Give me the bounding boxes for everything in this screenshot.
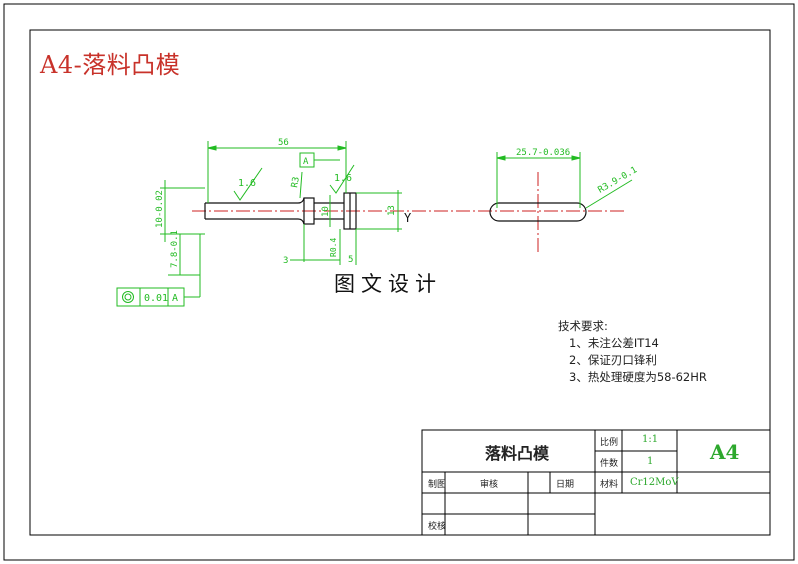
slot-profile — [489, 202, 587, 222]
tech-notes: 技术要求: 1、未注公差IT14 2、保证刃口锋利 3、热处理硬度为58-62H… — [558, 318, 707, 386]
title-block — [421, 429, 771, 536]
dim-56: 56 — [278, 138, 289, 148]
inner-frame — [29, 29, 771, 536]
tb-row-label-3: 日期 — [556, 480, 575, 490]
watermark: 图文设计 — [330, 268, 446, 298]
tech-note-3: 3、热处理硬度为58-62HR — [569, 370, 707, 384]
dim-7-8: 7.8-0.1 — [170, 230, 180, 268]
tb-scale-label: 比例 — [600, 438, 619, 448]
tb-scale-value: 1:1 — [642, 434, 659, 445]
tb-material-value: Cr12MoV — [630, 477, 679, 488]
dim-3: 3 — [283, 256, 288, 266]
dim-dia-10: 10-0.02 — [155, 190, 165, 228]
dim-roughness-1: 1.6 — [238, 178, 256, 189]
tolerance-value: 0.01 — [144, 293, 168, 304]
tb-row-label-2: 审核 — [480, 480, 499, 490]
drawing-title: A4-落料凸模 — [40, 51, 181, 79]
tech-notes-heading: 技术要求: — [558, 319, 608, 333]
punch-profile — [204, 192, 357, 230]
datum-label: A — [303, 157, 309, 167]
dim-slot-length: 25.7-0.036 — [516, 148, 570, 158]
tb-qty-value: 1 — [647, 456, 654, 467]
dim-slot-radius: R3.9-0.1 — [597, 165, 640, 195]
y-mark: Y — [404, 211, 412, 225]
tech-note-1: 1、未注公差IT14 — [569, 336, 659, 350]
tb-row-label-1: 制图 — [428, 480, 447, 490]
tb-part-name: 落料凸模 — [485, 444, 550, 463]
dim-10b: 10 — [321, 206, 331, 217]
tech-note-2: 2、保证刃口锋利 — [569, 353, 657, 367]
tb-material-label: 材料 — [600, 480, 619, 490]
outer-frame — [3, 3, 795, 561]
tolerance-datum: A — [172, 293, 178, 304]
dim-13: 13 — [387, 205, 397, 216]
dim-5: 5 — [348, 255, 353, 265]
dimension-lines — [116, 141, 633, 307]
tb-bottom-label: 校核 — [428, 522, 447, 532]
dim-r04: R0.4 — [329, 238, 338, 257]
tb-qty-label: 件数 — [600, 459, 619, 469]
tb-sheet-size: A4 — [710, 440, 740, 464]
dim-roughness-2: 1.6 — [334, 173, 352, 184]
dim-r3: R3 — [290, 176, 302, 188]
